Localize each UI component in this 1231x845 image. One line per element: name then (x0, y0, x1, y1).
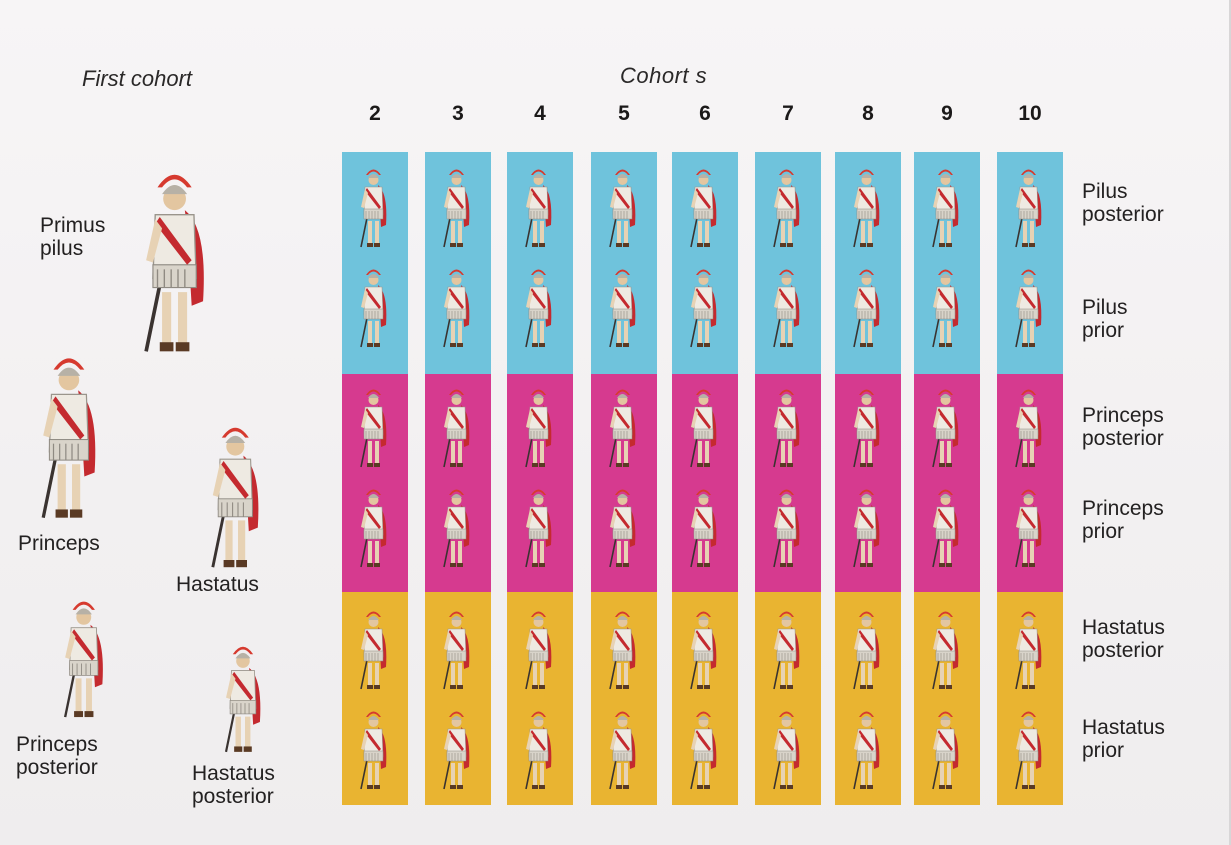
cohort-number-2: 2 (342, 102, 408, 126)
rank-label-princeps-posterior: Princeps posterior (1082, 404, 1164, 450)
legionary-icon (591, 478, 657, 578)
legionary-icon (591, 378, 657, 478)
legionary-icon (997, 600, 1063, 700)
legionary-icon (425, 478, 491, 578)
cohort-number-3: 3 (425, 102, 491, 126)
first-cohort-title: First cohort (82, 66, 192, 92)
legionary-icon (342, 478, 408, 578)
legionary-icon (914, 600, 980, 700)
primus-pilus-label: Primus pilus (40, 214, 105, 260)
legionary-icon (591, 258, 657, 358)
centurion-icon (30, 345, 114, 530)
legionary-icon (591, 600, 657, 700)
legionary-icon (755, 378, 821, 478)
legionary-icon (591, 700, 657, 800)
cohort-number-5: 5 (591, 102, 657, 126)
legionary-icon (835, 478, 901, 578)
legionary-icon (672, 700, 738, 800)
legionary-icon (755, 700, 821, 800)
legionary-icon (835, 700, 901, 800)
cohort-number-8: 8 (835, 102, 901, 126)
legionary-icon (835, 258, 901, 358)
rank-label-hastatus-prior: Hastatus prior (1082, 716, 1165, 762)
legionary-icon (591, 158, 657, 258)
rank-label-pilus-posterior: Pilus posterior (1082, 180, 1164, 226)
legionary-icon (755, 478, 821, 578)
legionary-icon (425, 158, 491, 258)
rank-label-hastatus-posterior: Hastatus posterior (1082, 616, 1165, 662)
legionary-icon (755, 258, 821, 358)
legionary-icon (425, 378, 491, 478)
legionary-icon (672, 478, 738, 578)
cohort-number-6: 6 (672, 102, 738, 126)
princeps-label: Princeps (18, 532, 100, 555)
legionary-icon (342, 158, 408, 258)
legionary-icon (342, 258, 408, 358)
legionary-icon (507, 258, 573, 358)
centurion-icon (216, 638, 274, 760)
princeps-posterior-label: Princeps posterior (16, 733, 98, 779)
legionary-icon (997, 258, 1063, 358)
legionary-icon (425, 700, 491, 800)
legionary-icon (914, 258, 980, 358)
legionary-icon (342, 600, 408, 700)
legionary-icon (672, 158, 738, 258)
legionary-icon (835, 158, 901, 258)
legionary-icon (672, 378, 738, 478)
princeps-posterior-figure (52, 592, 120, 731)
legionary-icon (507, 600, 573, 700)
legionary-icon (672, 258, 738, 358)
cohort-number-10: 10 (997, 102, 1063, 126)
hastatus-posterior-figure (216, 638, 274, 765)
cohort-number-7: 7 (755, 102, 821, 126)
centurion-icon (52, 592, 120, 726)
legionary-icon (342, 378, 408, 478)
princeps-figure (30, 345, 114, 535)
legionary-icon (672, 600, 738, 700)
cohort-number-4: 4 (507, 102, 573, 126)
legionary-icon (914, 478, 980, 578)
legionary-icon (425, 258, 491, 358)
centurion-icon (128, 160, 228, 365)
legionary-icon (755, 158, 821, 258)
legionary-icon (507, 158, 573, 258)
hastatus-figure (200, 416, 276, 583)
legionary-icon (997, 378, 1063, 478)
legionary-icon (914, 700, 980, 800)
legionary-icon (755, 600, 821, 700)
legionary-icon (914, 378, 980, 478)
cohort-number-9: 9 (914, 102, 980, 126)
legionary-icon (342, 700, 408, 800)
legionary-icon (997, 158, 1063, 258)
legionary-icon (507, 478, 573, 578)
cohorts-title: Cohort s (620, 63, 707, 89)
legionary-icon (997, 478, 1063, 578)
legionary-icon (507, 700, 573, 800)
legionary-icon (835, 378, 901, 478)
hastatus-posterior-label: Hastatus posterior (192, 762, 275, 808)
rank-label-pilus-prior: Pilus prior (1082, 296, 1128, 342)
rank-label-princeps-prior: Princeps prior (1082, 497, 1164, 543)
legionary-icon (835, 600, 901, 700)
legionary-icon (507, 378, 573, 478)
legionary-icon (914, 158, 980, 258)
primus-pilus-figure (128, 160, 228, 370)
centurion-icon (200, 416, 276, 578)
legionary-icon (997, 700, 1063, 800)
legionary-icon (425, 600, 491, 700)
